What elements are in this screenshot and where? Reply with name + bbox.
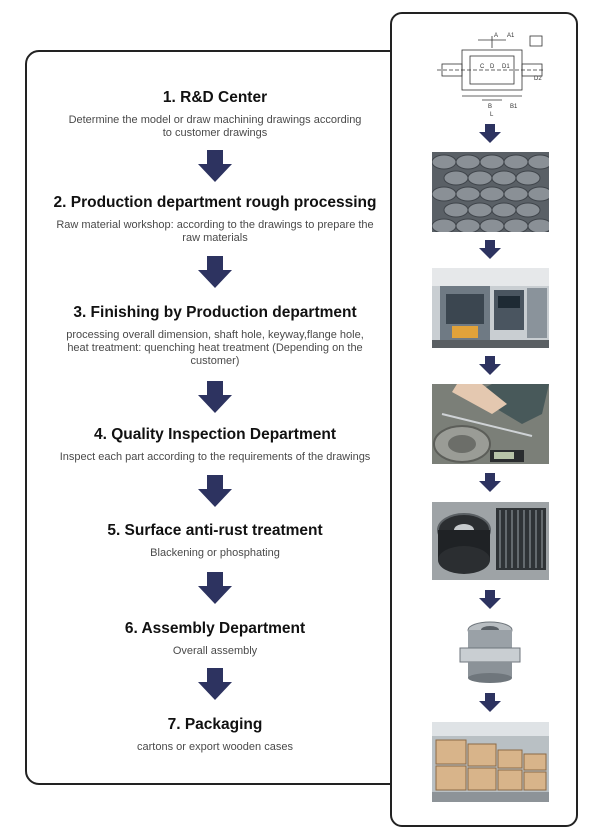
drawing-label-a: A xyxy=(494,33,498,39)
down-arrow-icon xyxy=(198,256,232,288)
step-1-title: 1. R&D Center xyxy=(162,89,268,106)
down-arrow-icon xyxy=(198,668,232,700)
cnc-machine-image xyxy=(432,268,549,348)
step-6-description: Overall assembly xyxy=(172,645,258,657)
down-arrow-icon xyxy=(479,590,501,610)
step-4-description: Inspect each part according to the requi… xyxy=(59,451,371,463)
step-4: 4. Quality Inspection Department Inspect… xyxy=(25,425,405,464)
step-7-description: cartons or export wooden cases xyxy=(137,741,293,753)
step-5-description: Blackening or phosphating xyxy=(150,547,280,559)
drawing-label-b: B xyxy=(488,104,492,110)
step-1: 1. R&D Center Determine the model or dra… xyxy=(25,88,405,140)
drawing-label-l: L xyxy=(490,112,494,118)
wooden-cases-warehouse-image xyxy=(432,722,549,802)
drawing-label-a1: A1 xyxy=(507,33,515,39)
measurement-inspection-image xyxy=(432,384,549,464)
step-2-description: Raw material workshop: according to the … xyxy=(56,219,374,244)
down-arrow-icon xyxy=(479,473,501,493)
down-arrow-icon xyxy=(479,240,501,260)
step-7-title: 7. Packaging xyxy=(167,716,263,733)
step-7: 7. Packaging cartons or export wooden ca… xyxy=(25,715,405,754)
step-5: 5. Surface anti-rust treatment Blackenin… xyxy=(25,521,405,560)
step-3: 3. Finishing by Production department pr… xyxy=(25,303,405,368)
step-3-description: processing overall dimension, shaft hole… xyxy=(66,329,364,367)
raw-castings-image xyxy=(432,152,549,232)
drawing-label-b1: B1 xyxy=(510,104,518,110)
technical-drawing-image: A A1 B B1 C D D1 D2 L xyxy=(432,30,549,118)
step-1-description: Determine the model or draw machining dr… xyxy=(68,114,362,139)
down-arrow-icon xyxy=(198,475,232,507)
step-2-title: 2. Production department rough processin… xyxy=(53,194,377,211)
drawing-label-d2: D2 xyxy=(534,76,542,82)
assembled-coupling-image xyxy=(432,618,549,684)
down-arrow-icon xyxy=(198,381,232,413)
drawing-label-d: D xyxy=(490,64,495,70)
down-arrow-icon xyxy=(198,150,232,182)
down-arrow-icon xyxy=(479,124,501,144)
step-5-title: 5. Surface anti-rust treatment xyxy=(107,522,323,539)
drawing-label-d1: D1 xyxy=(502,64,510,70)
step-4-title: 4. Quality Inspection Department xyxy=(93,426,337,443)
step-6: 6. Assembly Department Overall assembly xyxy=(25,619,405,658)
down-arrow-icon xyxy=(479,356,501,376)
step-6-title: 6. Assembly Department xyxy=(124,620,306,637)
drawing-label-c: C xyxy=(480,64,485,70)
blackened-gear-parts-image xyxy=(432,502,549,580)
step-3-title: 3. Finishing by Production department xyxy=(73,304,357,321)
down-arrow-icon xyxy=(479,693,501,713)
step-2: 2. Production department rough processin… xyxy=(25,193,405,245)
down-arrow-icon xyxy=(198,572,232,604)
